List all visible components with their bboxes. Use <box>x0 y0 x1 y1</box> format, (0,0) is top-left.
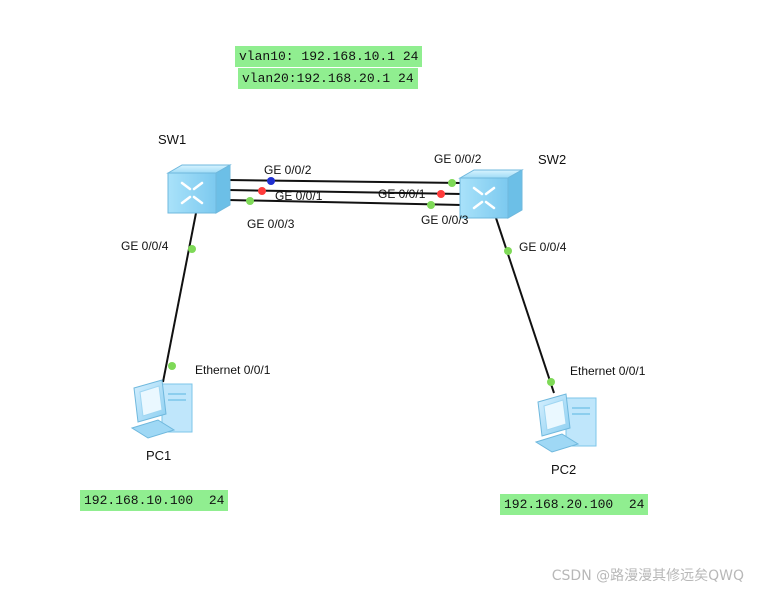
link-sw1-sw2-ge0-0-3 <box>227 199 463 206</box>
note-vlan20: vlan20:192.168.20.1 24 <box>238 68 418 89</box>
port-dot-pc2-eth0-0-1 <box>547 378 555 386</box>
watermark: CSDN @路漫漫其修远矣QWQ <box>551 568 744 584</box>
device-label-sw1: SW1 <box>158 132 187 147</box>
port-label-pc2-eth0-0-1: Ethernet 0/0/1 <box>570 364 646 378</box>
device-label-sw2: SW2 <box>538 152 567 167</box>
link-sw1-pc1 <box>162 212 197 383</box>
port-label-sw2-ge0-0-3: GE 0/0/3 <box>421 213 469 227</box>
note-pc1-ip: 192.168.10.100 24 <box>80 490 229 511</box>
port-dot-sw2-ge0-0-1 <box>437 190 445 198</box>
device-label-pc2: PC2 <box>551 462 577 477</box>
port-label-sw2-ge0-0-1: GE 0/0/1 <box>378 187 426 201</box>
port-dot-sw2-ge0-0-3 <box>427 201 435 209</box>
port-label-sw2-ge0-0-2: GE 0/0/2 <box>434 152 482 166</box>
link-sw1-sw2-ge0-0-2 <box>227 179 463 184</box>
pc1-icon[interactable] <box>130 379 193 439</box>
link-sw2-pc2 <box>495 217 555 394</box>
device-label-pc1: PC1 <box>146 448 172 463</box>
port-label-sw2-ge0-0-4: GE 0/0/4 <box>519 240 567 254</box>
port-dot-sw1-ge0-0-3 <box>246 197 254 205</box>
port-label-sw1-ge0-0-3: GE 0/0/3 <box>247 217 295 231</box>
port-indicators <box>168 177 555 386</box>
port-dot-pc1-eth0-0-1 <box>168 362 176 370</box>
pc2-icon[interactable] <box>534 393 597 453</box>
port-label-sw1-ge0-0-1: GE 0/0/1 <box>275 189 323 203</box>
switch-sw1-icon[interactable] <box>166 164 232 214</box>
link-sw1-sw2-ge0-0-1 <box>227 189 463 195</box>
port-dot-sw1-ge0-0-2 <box>267 177 275 185</box>
port-label-sw1-ge0-0-2: GE 0/0/2 <box>264 163 312 177</box>
note-pc2-ip: 192.168.20.100 24 <box>500 494 649 515</box>
links <box>162 179 555 394</box>
switch-sw2-icon[interactable] <box>458 169 524 219</box>
port-dot-sw2-ge0-0-2 <box>448 179 456 187</box>
port-label-pc1-eth0-0-1: Ethernet 0/0/1 <box>195 363 271 377</box>
port-dot-sw2-ge0-0-4 <box>504 247 512 255</box>
note-vlan10: vlan10: 192.168.10.1 24 <box>235 46 423 67</box>
port-label-sw1-ge0-0-4: GE 0/0/4 <box>121 239 169 253</box>
port-dot-sw1-ge0-0-4 <box>188 245 196 253</box>
port-dot-sw1-ge0-0-1 <box>258 187 266 195</box>
